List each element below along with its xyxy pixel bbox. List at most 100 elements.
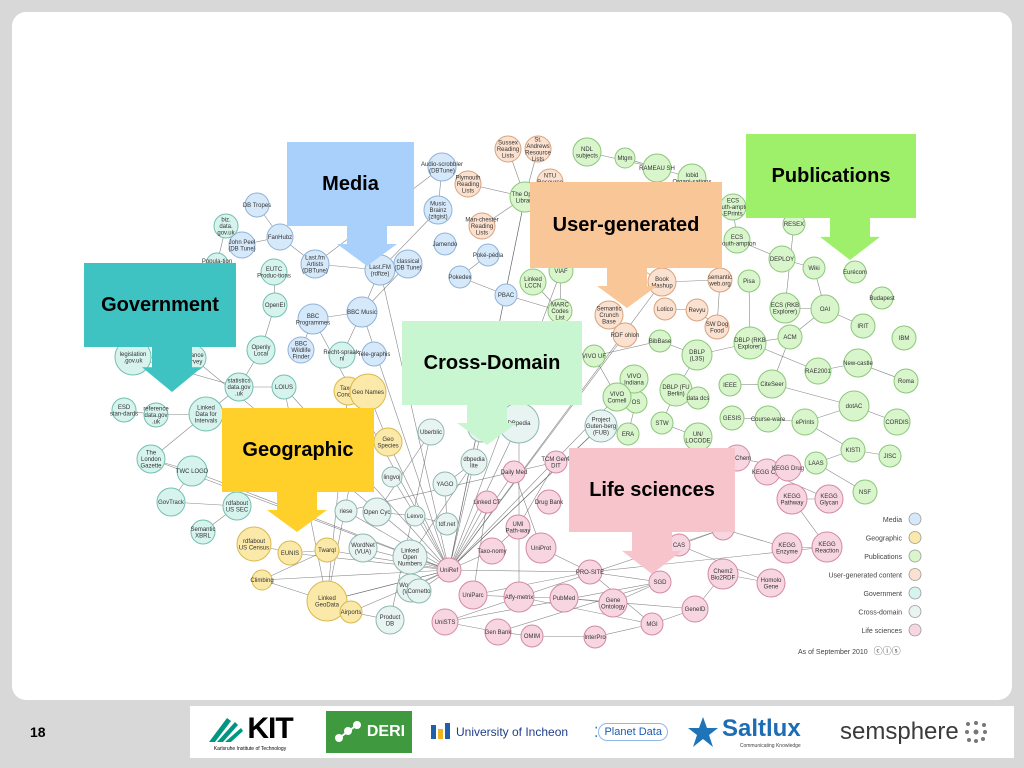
node-circle bbox=[519, 268, 547, 296]
edge bbox=[518, 596, 653, 625]
page-number: 18 bbox=[30, 724, 46, 740]
node-circle bbox=[251, 569, 273, 591]
node-label: PubMed bbox=[553, 596, 575, 602]
node-circle bbox=[328, 341, 356, 369]
edge bbox=[387, 441, 450, 571]
node-label: CAS bbox=[673, 543, 685, 549]
incheon-text: University of Incheon bbox=[456, 725, 569, 739]
node-circle bbox=[771, 532, 803, 564]
semsphere-logo: semsphere bbox=[840, 706, 1010, 758]
legend-swatch bbox=[908, 531, 922, 544]
node-circle bbox=[843, 260, 867, 284]
node-label: UniProt bbox=[531, 546, 551, 552]
callout-label: Government bbox=[84, 263, 236, 347]
dataset-node: ePrints bbox=[791, 408, 819, 436]
node-circle bbox=[883, 408, 911, 436]
kit-subtitle: Karlsruhe Institute of Technology bbox=[213, 746, 287, 752]
dataset-node: PBAC bbox=[494, 283, 518, 307]
edge bbox=[448, 501, 488, 571]
node-circle bbox=[814, 484, 844, 514]
node-circle bbox=[156, 487, 186, 517]
node-circle bbox=[619, 364, 649, 394]
node-circle bbox=[427, 152, 457, 182]
node-circle bbox=[544, 450, 568, 474]
node-circle bbox=[681, 595, 709, 623]
legend-label: Publications bbox=[864, 554, 902, 561]
node-label: ACM bbox=[783, 335, 796, 341]
planet-dots-icon: ⁚ bbox=[594, 723, 599, 740]
node-circle bbox=[246, 335, 276, 365]
dataset-node: Tele-graphis bbox=[358, 341, 390, 367]
dataset-node: Linked CT bbox=[473, 490, 501, 514]
node-circle bbox=[602, 382, 632, 412]
dataset-node: GeneID bbox=[681, 595, 709, 623]
node-circle bbox=[136, 444, 166, 474]
dataset-node: Budapest bbox=[869, 286, 895, 310]
node-circle bbox=[685, 298, 709, 322]
node-circle bbox=[840, 437, 866, 463]
node-circle bbox=[616, 422, 640, 446]
node-label: Recht-spraak.nl bbox=[323, 350, 361, 363]
dataset-node: OpenEI bbox=[262, 292, 288, 318]
node-circle bbox=[650, 411, 674, 435]
legend-label: Government bbox=[863, 591, 902, 598]
node-circle bbox=[433, 232, 457, 256]
node-circle bbox=[381, 466, 403, 488]
dataset-node: ACM bbox=[777, 324, 803, 350]
node-label: GESIS bbox=[723, 416, 741, 422]
deri-text: DERI bbox=[366, 723, 406, 740]
node-circle bbox=[393, 249, 423, 279]
node-circle bbox=[577, 559, 603, 585]
node-circle bbox=[804, 451, 828, 475]
node-circle bbox=[584, 409, 618, 443]
node-circle bbox=[362, 497, 392, 527]
dataset-node: Mtgm bbox=[614, 147, 636, 169]
dataset-node: Audio-scrobbler(DBTune) bbox=[421, 152, 463, 182]
node-circle bbox=[811, 531, 843, 563]
planetdata-text: Planet Data bbox=[598, 723, 668, 741]
legend: MediaGeographicPublicationsUser-generate… bbox=[828, 512, 922, 637]
node-label: Affy-metrix bbox=[505, 595, 534, 601]
node-label: KEGG Drug bbox=[772, 466, 804, 472]
dataset-node: Open Cyc bbox=[362, 497, 392, 527]
legend-label: Cross-domain bbox=[858, 610, 902, 617]
dataset-node: DBLP(L3S) bbox=[681, 339, 713, 371]
node-circle bbox=[802, 256, 826, 280]
callout-label: Life sciences bbox=[569, 448, 735, 532]
node-label: LOIUS bbox=[275, 385, 293, 391]
node-label: OS bbox=[632, 400, 641, 406]
node-label: Uberblic bbox=[420, 430, 442, 436]
dataset-node: CAS bbox=[667, 533, 691, 557]
dataset-node: RAMEAU SH bbox=[639, 153, 675, 183]
node-circle bbox=[598, 588, 628, 618]
node-label: Twarql bbox=[318, 548, 336, 554]
node-circle bbox=[213, 213, 239, 239]
dataset-node: NSF bbox=[852, 479, 878, 505]
dataset-node: tdf.net bbox=[435, 512, 459, 536]
dataset-node: Course-ware bbox=[751, 405, 786, 433]
kit-text: KIT bbox=[247, 712, 293, 745]
node-circle bbox=[707, 267, 733, 293]
dataset-node: PubMed bbox=[549, 583, 579, 613]
